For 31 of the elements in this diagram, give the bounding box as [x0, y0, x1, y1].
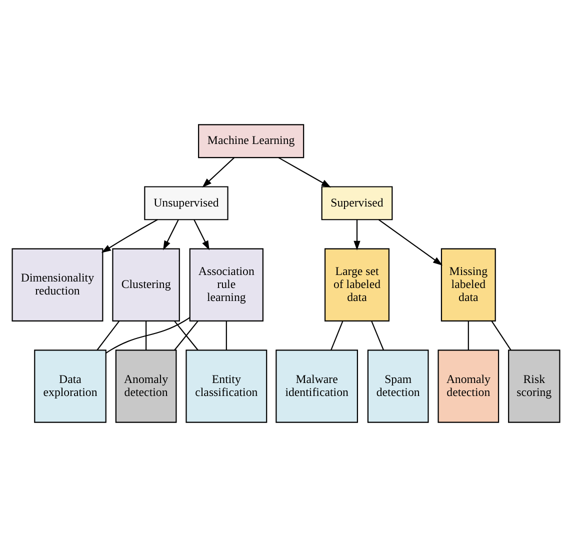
node-box: Risk scoring: [508, 349, 560, 422]
arrow: [101, 218, 158, 252]
node-box: Missing labeled data: [440, 248, 496, 322]
node-box: Unsupervised: [144, 186, 228, 220]
connector: [371, 320, 384, 350]
node-box: Anomaly detection: [115, 349, 177, 422]
arrow: [202, 156, 234, 187]
connector: [174, 320, 198, 350]
node-box: Machine Learning: [198, 124, 304, 158]
connector: [146, 320, 147, 350]
node-box: Large set of labeled data: [324, 248, 390, 322]
node-box: Association rule learning: [189, 248, 264, 322]
node-box: Clustering: [112, 248, 180, 322]
arrow: [278, 156, 332, 187]
node-box: Anomaly detection: [438, 349, 500, 422]
node-box: Data exploration: [34, 349, 106, 422]
connector: [106, 316, 190, 354]
connector: [491, 320, 512, 350]
arrow: [194, 219, 210, 250]
node-box: Entity classification: [186, 349, 268, 422]
arrow: [378, 218, 443, 265]
node-box: Malware identification: [276, 349, 358, 422]
connector: [330, 320, 344, 350]
connector: [96, 320, 120, 350]
node-box: Dimensionality reduction: [12, 248, 104, 322]
connector: [468, 320, 469, 350]
arrow: [354, 219, 360, 250]
node-box: Spam detection: [367, 349, 429, 422]
arrow: [163, 219, 179, 250]
connector: [226, 320, 227, 350]
node-box: Supervised: [321, 186, 393, 220]
